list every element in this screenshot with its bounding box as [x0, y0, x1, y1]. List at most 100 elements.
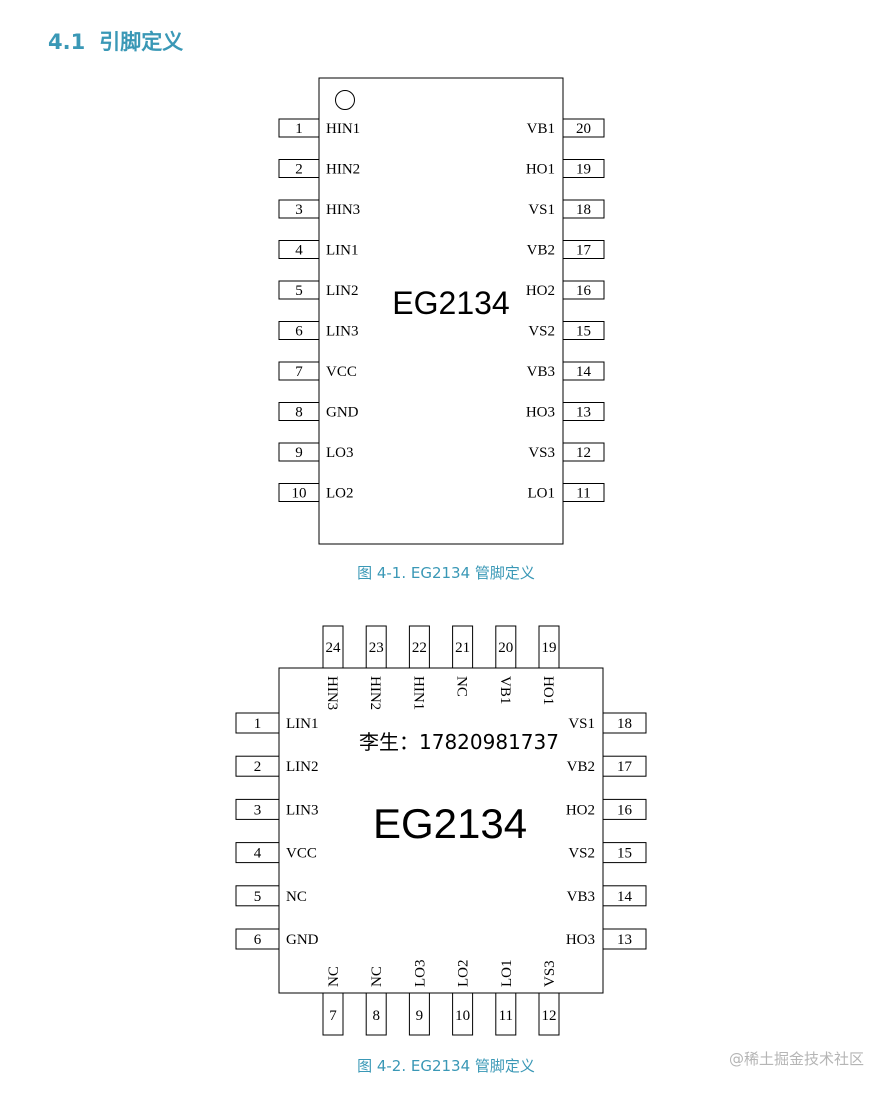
fig2-pin-box-7	[322, 992, 344, 1036]
fig2-pin-box-16	[602, 798, 647, 820]
fig1-chip-label: EG2134	[392, 285, 509, 321]
fig2-pin-number-10: 10	[455, 1008, 470, 1024]
fig1-pin-box-8	[278, 402, 320, 421]
fig2-pin-name-6: GND	[286, 932, 319, 948]
fig1-pin-number-7: 7	[295, 364, 303, 380]
fig2-pin-name-10: LO2	[456, 960, 472, 988]
fig2-pin-name-22: HIN1	[410, 676, 426, 710]
fig1-pin-box-3	[278, 199, 320, 219]
fig1-pin-name-10: LO2	[326, 486, 354, 502]
fig1-pin-name-7: VCC	[326, 364, 357, 380]
fig2-pin-box-22	[408, 625, 430, 669]
fig1-pin-box-20	[562, 118, 605, 138]
section-number: 4.1	[48, 30, 86, 54]
fig2-pin-name-15: VS2	[568, 846, 595, 862]
fig2-pin-name-2: LIN2	[286, 759, 319, 775]
fig1-pin-number-5: 5	[295, 283, 303, 299]
watermark: @稀土掘金技术社区	[728, 1050, 864, 1068]
fig1-pin-number-10: 10	[292, 486, 307, 502]
fig2-pin-box-10	[452, 992, 474, 1036]
fig1-pin-box-6	[278, 321, 320, 340]
fig1-pin-name-9: LO3	[326, 445, 354, 461]
fig2-pin-box-23	[365, 625, 387, 669]
fig1-chip-body	[318, 77, 564, 545]
fig2-pin-box-24	[322, 625, 344, 669]
fig1-pin-name-11: LO1	[528, 486, 556, 502]
fig1-pin-name-18: VS1	[528, 202, 555, 218]
fig2-pin-box-11	[495, 992, 517, 1036]
fig2-pin-name-18: VS1	[568, 716, 595, 732]
fig1-pin-name-1: HIN1	[326, 121, 360, 137]
fig2-pin-number-7: 7	[329, 1008, 337, 1024]
fig2-pin-name-8: NC	[369, 966, 385, 987]
fig1-pin-box-17	[562, 240, 605, 259]
fig1-pin-box-7	[278, 361, 320, 381]
section-title: 引脚定义	[99, 30, 184, 54]
fig1-pin-number-15: 15	[576, 324, 591, 340]
figure2-caption: 图 4-2. EG2134 管脚定义	[357, 1057, 535, 1075]
fig1-pin-box-11	[562, 483, 605, 502]
fig2-pin-box-20	[495, 625, 517, 669]
fig1-pin-number-6: 6	[295, 324, 303, 340]
section-heading: 4.1 引脚定义	[48, 26, 183, 56]
fig1-pin-name-20: VB1	[527, 121, 555, 137]
fig1-pin-number-14: 14	[576, 364, 592, 380]
fig1-pin-box-5	[278, 280, 320, 300]
fig2-pin-box-21	[452, 625, 474, 669]
fig2-pin-number-15: 15	[617, 846, 632, 862]
fig2-pin-name-9: LO3	[412, 960, 428, 988]
fig2-pin-number-18: 18	[617, 716, 632, 732]
fig1-pin-box-1	[278, 118, 320, 138]
fig2-pin-name-7: NC	[326, 966, 342, 987]
fig1-pin-name-8: GND	[326, 405, 359, 421]
fig2-pin-number-11: 11	[499, 1008, 513, 1024]
fig2-pin-number-12: 12	[542, 1008, 557, 1024]
fig2-pin-box-14	[602, 885, 647, 907]
fig2-pin-name-14: VB3	[567, 889, 595, 905]
fig2-pin-box-1	[235, 712, 280, 734]
fig2-pin-number-21: 21	[455, 640, 470, 656]
fig2-pin-number-14: 14	[617, 889, 633, 905]
fig2-pin-number-4: 4	[254, 846, 262, 862]
fig1-pin-number-19: 19	[576, 162, 591, 178]
fig1-pin-name-17: VB2	[527, 243, 555, 259]
figure1-caption: 图 4-1. EG2134 管脚定义	[357, 564, 535, 582]
fig1-pin-number-13: 13	[576, 405, 591, 421]
fig2-pin-number-19: 19	[542, 640, 557, 656]
fig2-pin-box-17	[602, 755, 647, 777]
fig1-pin-name-6: LIN3	[326, 324, 359, 340]
fig1-pin-name-14: VB3	[527, 364, 555, 380]
fig1-pin1-marker	[335, 90, 355, 110]
fig1-pin-box-19	[562, 159, 605, 178]
fig1-pin-number-3: 3	[295, 202, 303, 218]
fig2-pin-box-5	[235, 885, 280, 907]
fig1-pin-name-5: LIN2	[326, 283, 359, 299]
fig2-pin-name-19: HO1	[540, 676, 556, 705]
fig1-pin-number-1: 1	[295, 121, 303, 137]
fig2-pin-name-17: VB2	[567, 759, 595, 775]
fig1-pin-number-11: 11	[576, 486, 590, 502]
fig2-chip-body	[278, 667, 604, 994]
fig2-pin-box-4	[235, 842, 280, 864]
fig1-pin-name-15: VS2	[528, 324, 555, 340]
fig2-pin-number-3: 3	[254, 802, 262, 818]
fig2-pin-number-5: 5	[254, 889, 262, 905]
fig2-pin-name-20: VB1	[497, 676, 513, 704]
fig2-pin-name-13: HO3	[566, 932, 595, 948]
fig1-pin-number-8: 8	[295, 405, 303, 421]
fig1-pin-box-12	[562, 442, 605, 462]
fig2-pin-name-21: NC	[454, 676, 470, 697]
fig2-pin-name-12: VS3	[542, 960, 558, 987]
fig1-pin-box-13	[562, 402, 605, 421]
fig1-pin-name-13: HO3	[526, 405, 555, 421]
fig2-pin-box-8	[365, 992, 387, 1036]
fig2-contact-text: 李生：17820981737	[359, 730, 559, 754]
fig1-pin-number-18: 18	[576, 202, 591, 218]
fig2-pin-number-13: 13	[617, 932, 632, 948]
fig2-pin-number-1: 1	[254, 716, 262, 732]
fig2-pin-number-8: 8	[372, 1008, 380, 1024]
fig2-pin-box-3	[235, 798, 280, 820]
fig2-pin-name-1: LIN1	[286, 716, 319, 732]
fig1-pin-name-2: HIN2	[326, 162, 360, 178]
